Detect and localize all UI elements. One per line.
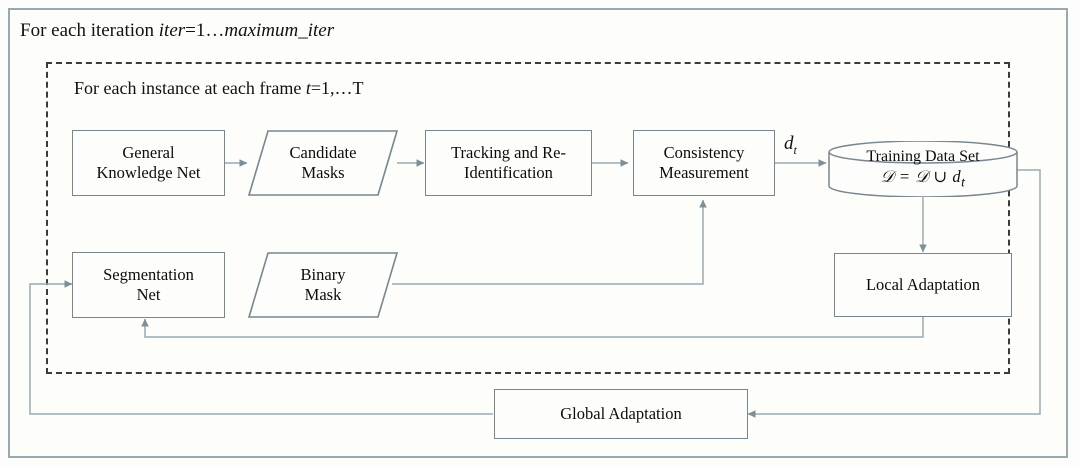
node-binary-mask-line1: Binary — [300, 264, 346, 284]
node-training-data-set-formula: 𝒟 = 𝒟 ∪ dt — [881, 167, 966, 190]
node-segmentation-net-line1: Segmentation — [103, 264, 194, 284]
node-candidate-masks[interactable]: Candidate Masks — [248, 130, 398, 196]
outer-loop-label-max: maximum_iter — [224, 20, 335, 41]
node-training-data-set[interactable]: Training Data Set 𝒟 = 𝒟 ∪ dt — [828, 141, 1018, 197]
node-binary-mask-text: Binary Mask — [248, 252, 398, 318]
outer-loop-label: For each iteration iter=1…maximum_iter — [20, 20, 334, 42]
outer-loop-label-eq: =1… — [185, 20, 225, 41]
outer-loop-label-var: iter — [158, 20, 186, 41]
inner-loop-label-var: t — [305, 78, 311, 98]
node-tracking-reidentification-line2: Identification — [464, 163, 553, 182]
node-training-data-set-line1: Training Data Set — [866, 148, 980, 166]
node-training-data-set-formula-sub: t — [961, 174, 966, 190]
node-general-knowledge-net-line2: Knowledge Net — [96, 163, 201, 182]
node-general-knowledge-net[interactable]: General Knowledge Net — [72, 130, 225, 196]
node-consistency-measurement[interactable]: Consistency Measurement — [633, 130, 775, 196]
node-local-adaptation-line1: Local Adaptation — [865, 274, 981, 294]
edge-label-dt-sub: t — [793, 142, 797, 157]
node-tracking-reidentification-line1: Tracking and Re- — [451, 142, 566, 162]
node-general-knowledge-net-line1: General — [122, 142, 175, 162]
node-consistency-measurement-line1: Consistency — [663, 142, 745, 162]
node-local-adaptation[interactable]: Local Adaptation — [834, 253, 1012, 317]
node-candidate-masks-line2: Masks — [301, 163, 345, 182]
node-consistency-measurement-line2: Measurement — [659, 163, 749, 182]
node-global-adaptation-line1: Global Adaptation — [560, 403, 682, 423]
node-segmentation-net[interactable]: Segmentation Net — [72, 252, 225, 318]
edge-label-dt-base: d — [784, 133, 794, 154]
node-segmentation-net-line2: Net — [136, 285, 161, 304]
node-global-adaptation[interactable]: Global Adaptation — [494, 389, 748, 439]
inner-loop-label: For each instance at each frame t=1,…T — [74, 78, 364, 99]
node-candidate-masks-text: Candidate Masks — [248, 130, 398, 196]
node-binary-mask-line2: Mask — [304, 285, 342, 304]
inner-frame-loop-frame — [46, 62, 1010, 374]
node-training-data-set-formula-base: 𝒟 = 𝒟 ∪ d — [880, 167, 962, 187]
node-tracking-reidentification[interactable]: Tracking and Re- Identification — [425, 130, 592, 196]
node-candidate-masks-line1: Candidate — [289, 142, 357, 162]
inner-loop-label-prefix: For each instance at each frame — [74, 78, 306, 98]
inner-loop-label-range: =1,…T — [310, 78, 364, 98]
edge-label-dt: dt — [784, 133, 797, 158]
node-binary-mask[interactable]: Binary Mask — [248, 252, 398, 318]
node-training-data-set-text: Training Data Set 𝒟 = 𝒟 ∪ dt — [828, 141, 1018, 197]
outer-loop-label-prefix: For each iteration — [20, 20, 159, 41]
